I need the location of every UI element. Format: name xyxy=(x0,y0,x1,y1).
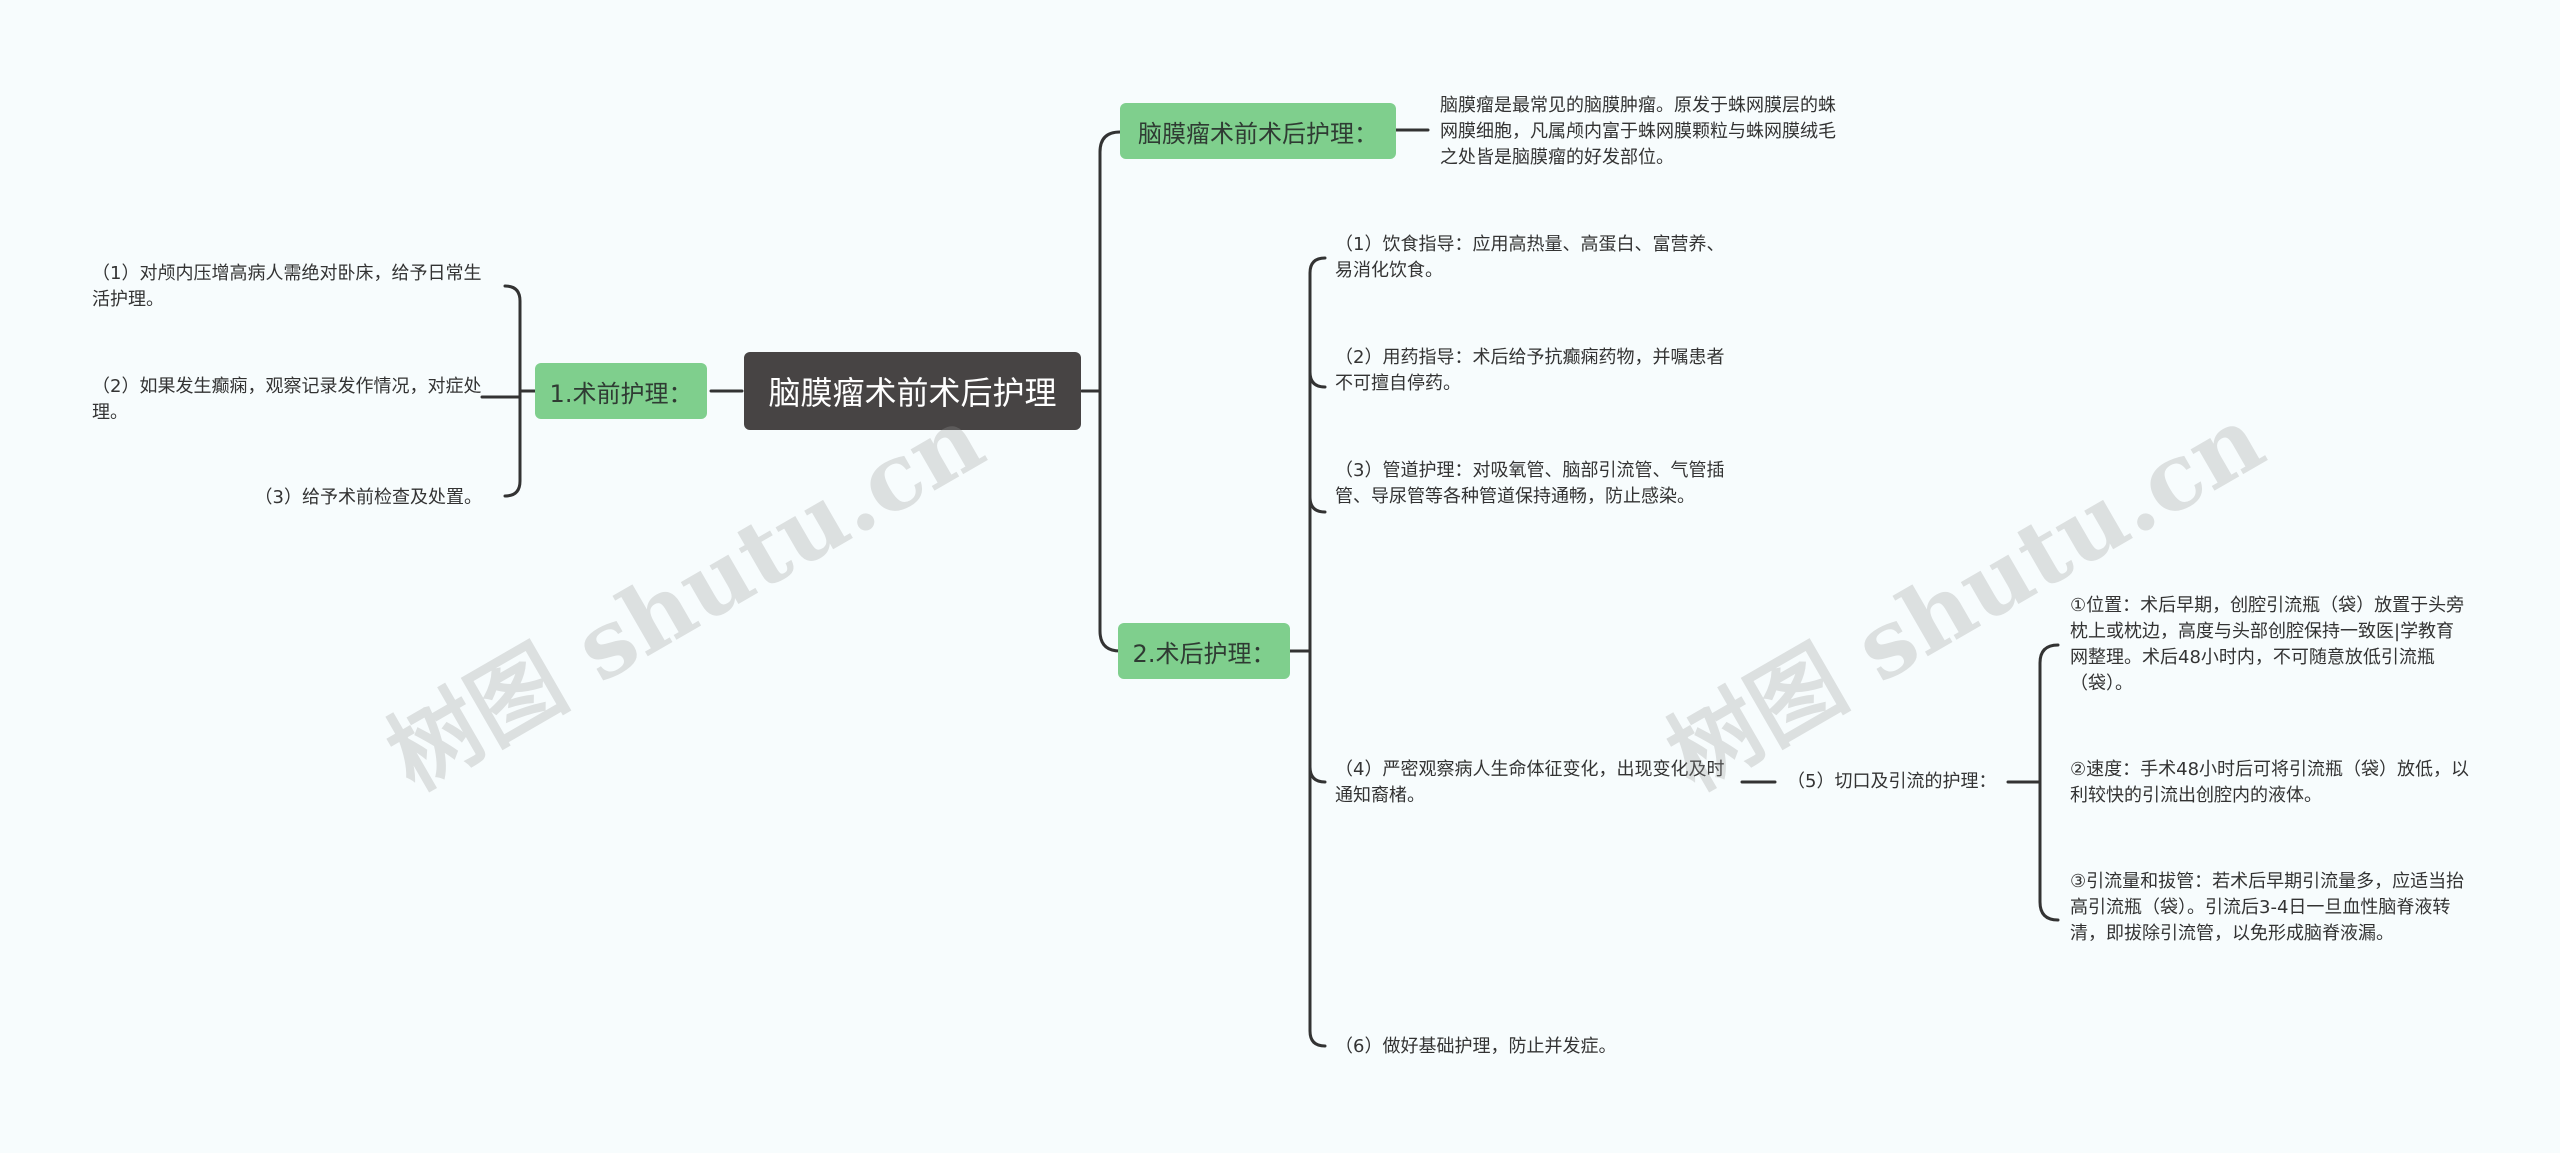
root-title: 脑膜瘤术前术后护理 xyxy=(768,374,1057,412)
preop-item-1: （1）对颅内压增高病人需绝对卧床，给予日常生活护理。 xyxy=(92,263,482,310)
branch-intro-label: 脑膜瘤术前术后护理： xyxy=(1138,119,1378,148)
drain-item-position: ①位置：术后早期，创腔引流瓶（袋）放置于头旁枕上或枕边，高度与头部创腔保持一致医… xyxy=(2070,595,2465,694)
postop-item-4: （4）严密观察病人生命体征变化，出现变化及时通知裔楮。 xyxy=(1335,759,1725,806)
branch-preop[interactable]: 1.术前护理： xyxy=(535,363,707,419)
preop-item-2: （2）如果发生癫痫，观察记录发作情况，对症处理。 xyxy=(92,376,482,423)
drain-item-speed: ②速度：手术48小时后可将引流瓶（袋）放低，以利较快的引流出创腔内的液体。 xyxy=(2070,759,2470,806)
postop-item-2: （2）用药指导：术后给予抗癫痫药物，并嘱患者不可擅自停药。 xyxy=(1335,347,1725,394)
drain-item-amount: ③引流量和拔管：若术后早期引流量多，应适当抬高引流瓶（袋）。引流后3-4日一旦血… xyxy=(2070,871,2465,944)
branch-preop-label: 1.术前护理： xyxy=(549,379,693,408)
branch-postop[interactable]: 2.术后护理： xyxy=(1118,623,1290,679)
intro-text: 脑膜瘤是最常见的脑膜肿瘤。原发于蛛网膜层的蛛网膜细胞，凡属颅内富于蛛网膜颗粒与蛛… xyxy=(1440,95,1836,168)
drain-label: （5）切口及引流的护理： xyxy=(1787,771,1997,792)
root-topic[interactable]: 脑膜瘤术前术后护理 xyxy=(744,352,1081,430)
branch-postop-label: 2.术后护理： xyxy=(1132,639,1276,668)
preop-item-3: （3）给予术前检查及处置。 xyxy=(254,487,482,508)
postop-item-3: （3）管道护理：对吸氧管、脑部引流管、气管插管、导尿管等各种管道保持通畅，防止感… xyxy=(1335,460,1725,507)
postop-item-1: （1）饮食指导：应用高热量、高蛋白、富营养、易消化饮食。 xyxy=(1335,234,1725,281)
postop-item-6: （6）做好基础护理，防止并发症。 xyxy=(1335,1036,1617,1057)
branch-intro[interactable]: 脑膜瘤术前术后护理： xyxy=(1120,103,1396,159)
